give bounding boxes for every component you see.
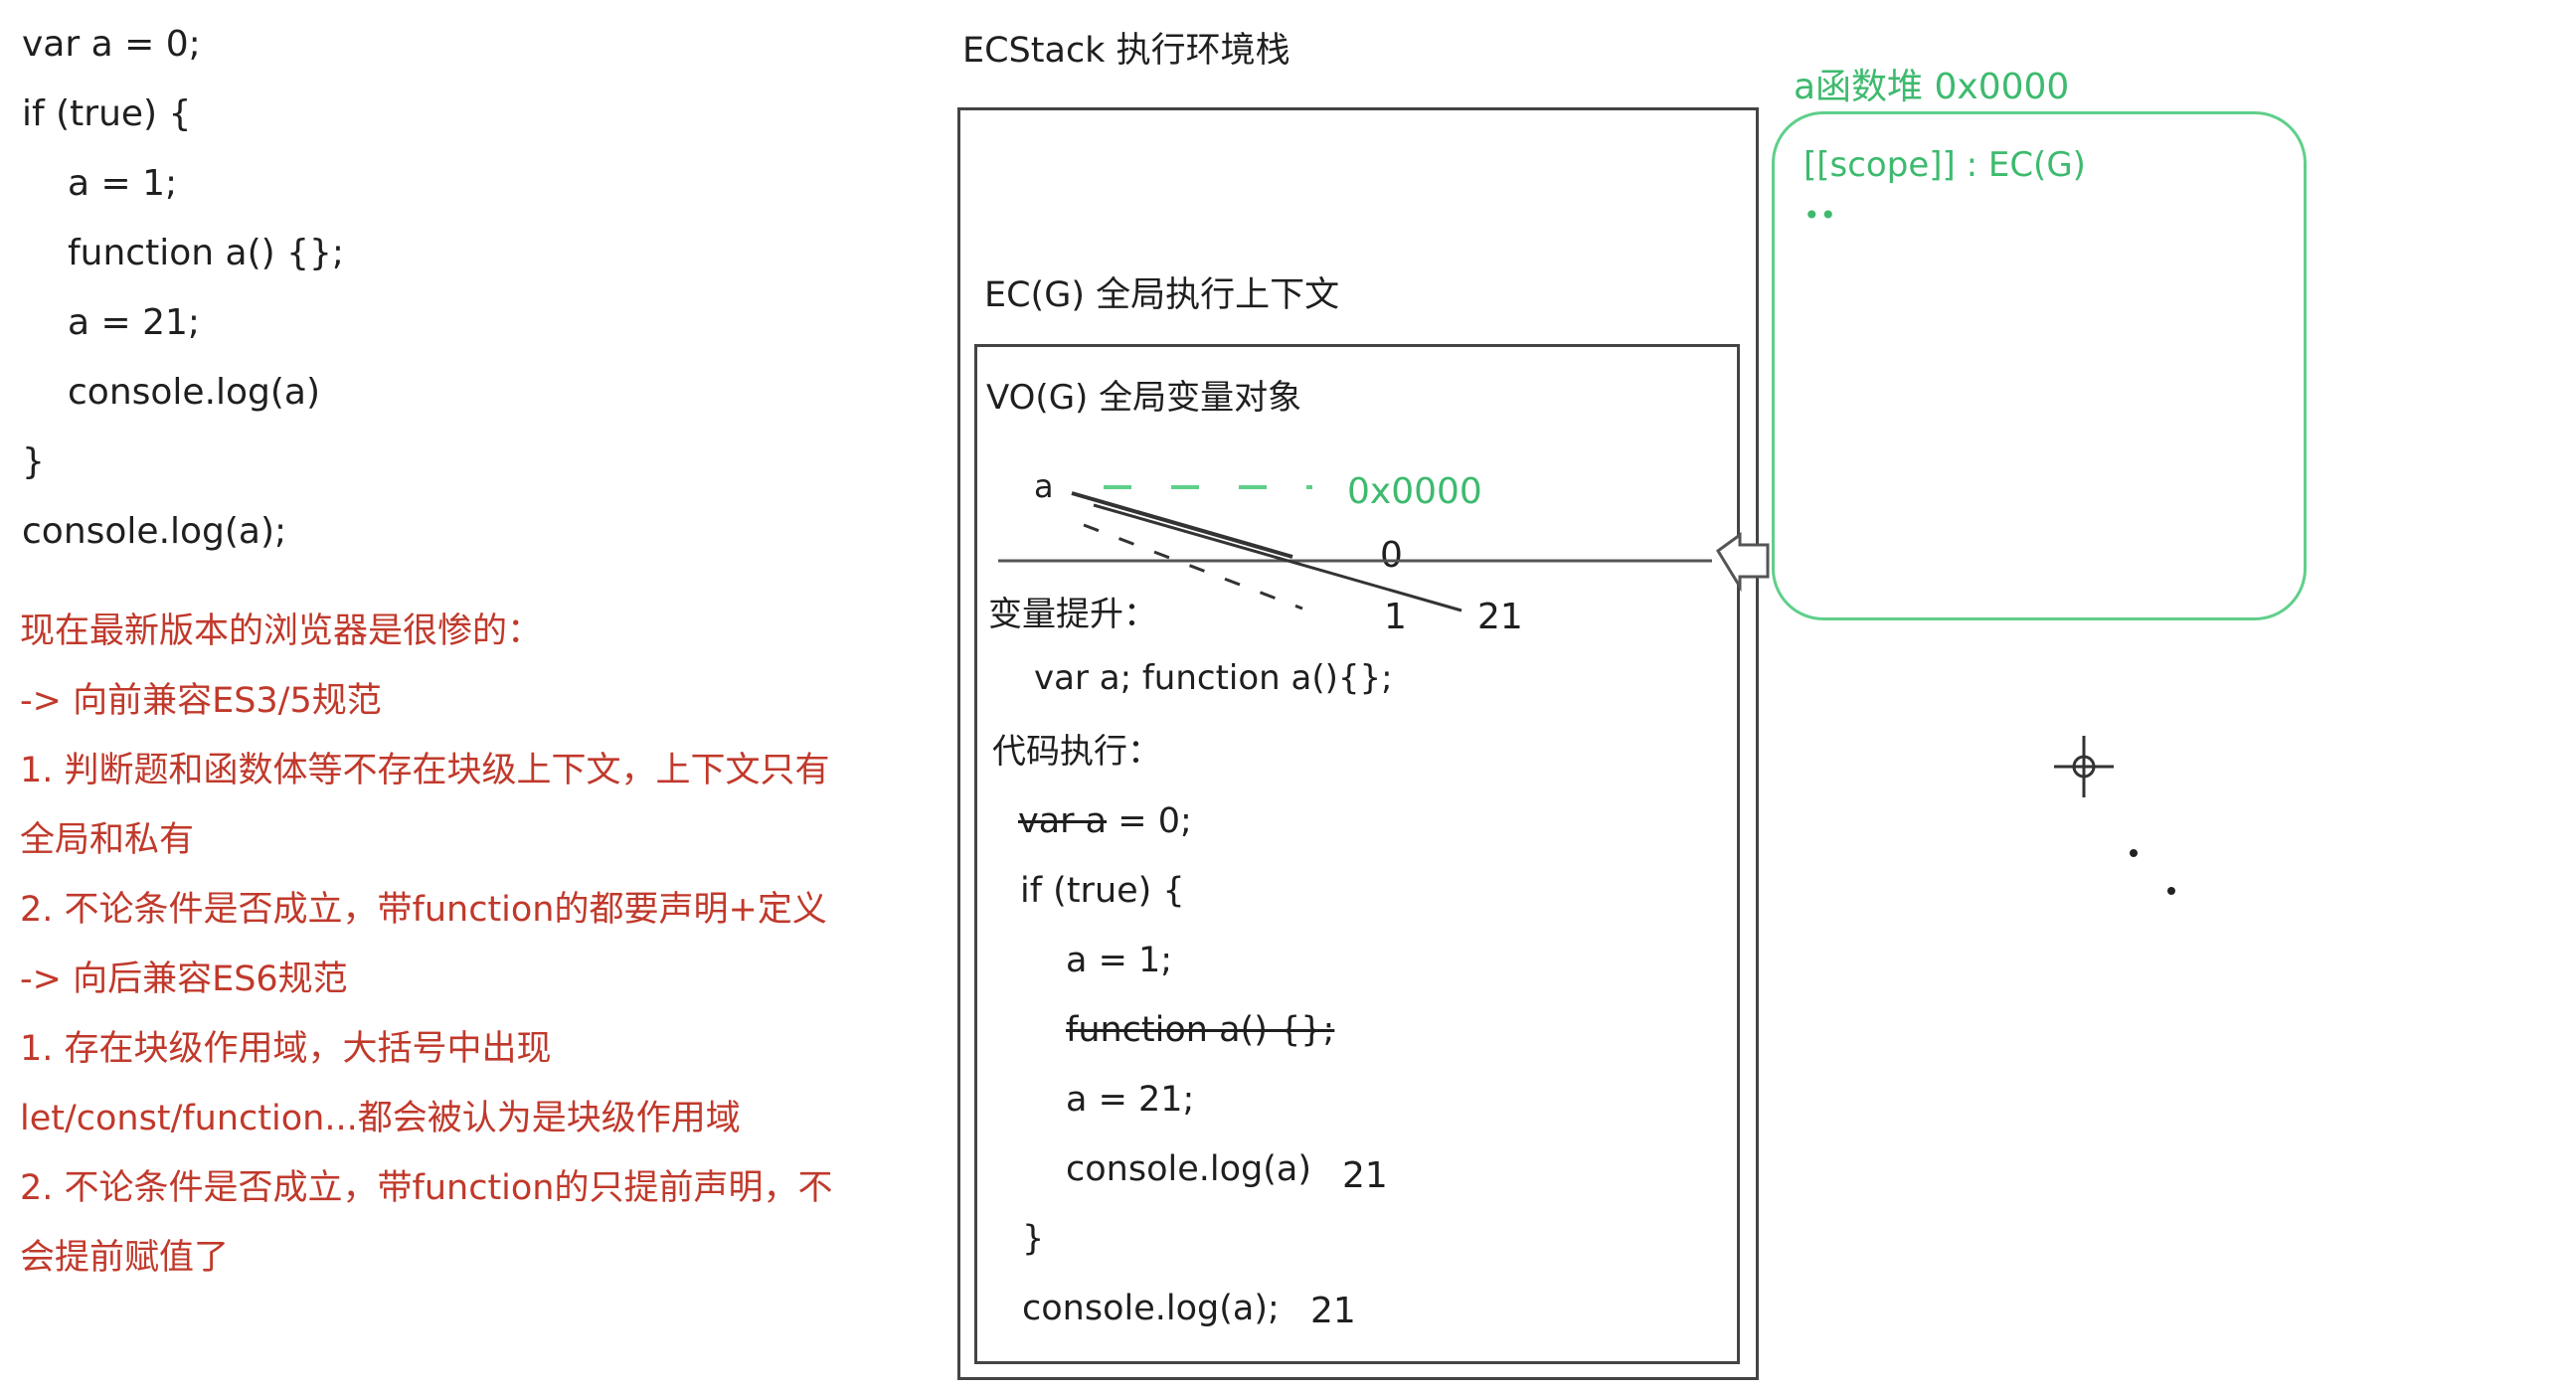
arrow-icon bbox=[1715, 532, 1770, 593]
ec-g-label: EC(G) 全局执行上下文 bbox=[984, 275, 1340, 315]
var-a-value-1: 1 bbox=[1384, 597, 1407, 637]
dot-mark bbox=[2167, 887, 2175, 895]
note-10: 会提前赋值了 bbox=[20, 1238, 230, 1278]
heap-title: a函数堆 0x0000 bbox=[1794, 67, 2070, 107]
exec-line-6-output: 21 bbox=[1342, 1155, 1388, 1196]
code-line-6: console.log(a) bbox=[68, 372, 321, 413]
exec-line-3: a = 1; bbox=[1066, 941, 1173, 980]
exec-line-8: console.log(a); bbox=[1022, 1289, 1280, 1328]
code-line-4: function a() {}; bbox=[68, 233, 345, 273]
code-line-5: a = 21; bbox=[68, 302, 201, 343]
code-line-1: var a = 0; bbox=[22, 24, 201, 65]
var-a-address: 0x0000 bbox=[1347, 471, 1482, 512]
exec-line-8-output: 21 bbox=[1310, 1291, 1356, 1331]
ecstack-box bbox=[957, 107, 1759, 1380]
crosshair-icon bbox=[2054, 736, 2114, 797]
hoisting-label: 变量提升： bbox=[988, 595, 1157, 634]
exec-line-7: } bbox=[1022, 1219, 1045, 1259]
dot-mark bbox=[2130, 849, 2138, 857]
value-dash-line bbox=[1083, 523, 1303, 610]
value-arrow-line bbox=[1071, 491, 1293, 559]
exec-line-1-struck: var a bbox=[1018, 801, 1108, 841]
heap-ellipsis: •• bbox=[1803, 199, 1837, 232]
note-6: -> 向后兼容ES6规范 bbox=[20, 959, 348, 999]
var-a-label: a bbox=[1034, 467, 1054, 505]
exec-line-2: if (true) { bbox=[1020, 871, 1185, 911]
exec-line-6: console.log(a) bbox=[1066, 1149, 1311, 1189]
exec-line-4: function a() {}; bbox=[1066, 1010, 1335, 1050]
value-arrow-line-2 bbox=[1093, 503, 1462, 612]
hoisting-code: var a; function a(){}; bbox=[1034, 658, 1393, 698]
code-line-2: if (true) { bbox=[22, 93, 192, 134]
heap-box bbox=[1772, 111, 2307, 620]
note-9: 2. 不论条件是否成立，带function的只提前声明，不 bbox=[20, 1168, 833, 1208]
ecstack-title: ECStack 执行环境栈 bbox=[962, 31, 1290, 71]
vo-g-label: VO(G) 全局变量对象 bbox=[986, 378, 1302, 418]
var-a-value-21: 21 bbox=[1477, 597, 1523, 637]
note-4: 全局和私有 bbox=[20, 820, 195, 860]
exec-line-5: a = 21; bbox=[1066, 1080, 1195, 1120]
var-a-value-0: 0 bbox=[1380, 535, 1403, 576]
note-7: 1. 存在块级作用域，大括号中出现 bbox=[20, 1029, 552, 1069]
note-1: 现在最新版本的浏览器是很惨的： bbox=[20, 611, 543, 651]
note-8: let/const/function...都会被认为是块级作用域 bbox=[20, 1099, 741, 1138]
vo-g-box bbox=[974, 344, 1740, 1364]
exec-line-1: var a = 0; bbox=[1018, 801, 1192, 841]
heap-scope: [[scope]] : EC(G) bbox=[1803, 145, 2086, 185]
note-3: 1. 判断题和函数体等不存在块级上下文，上下文只有 bbox=[20, 751, 830, 790]
note-5: 2. 不论条件是否成立，带function的都要声明+定义 bbox=[20, 890, 827, 930]
code-line-8: console.log(a); bbox=[22, 511, 287, 552]
code-line-7: } bbox=[22, 441, 45, 482]
exec-line-1-rest: = 0; bbox=[1107, 801, 1192, 841]
code-line-3: a = 1; bbox=[68, 163, 178, 204]
note-2: -> 向前兼容ES3/5规范 bbox=[20, 681, 382, 721]
exec-label: 代码执行： bbox=[992, 732, 1161, 772]
